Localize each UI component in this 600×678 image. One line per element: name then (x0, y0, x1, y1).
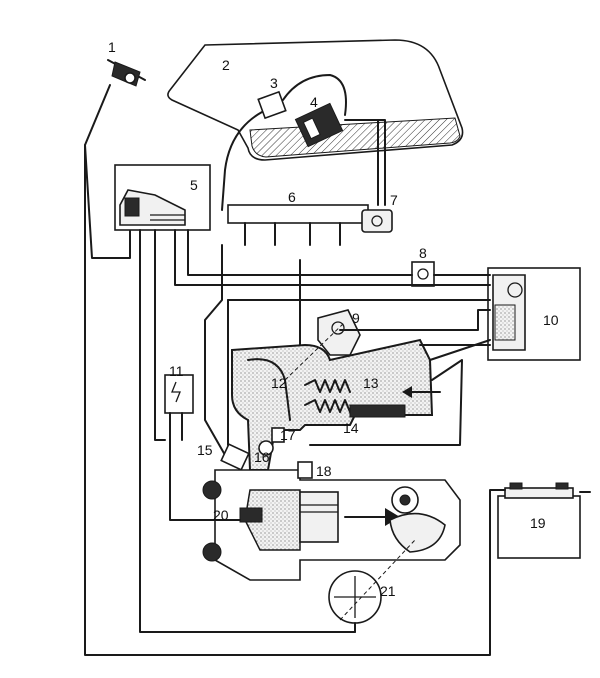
fuel-return-line (344, 119, 386, 206)
ignition-control-unit (487, 267, 581, 361)
fuel-rail (227, 204, 369, 246)
pedal-cable (84, 84, 131, 259)
label-7: 7 (390, 192, 398, 208)
label-8: 8 (419, 245, 427, 261)
pressure-sensor (297, 461, 313, 479)
label-15: 15 (197, 442, 213, 458)
label-5: 5 (190, 177, 198, 193)
throttle-switch (258, 440, 274, 456)
label-9: 9 (352, 310, 360, 326)
battery (497, 482, 581, 559)
fuel-line-to-rail (221, 111, 263, 211)
pressure-regulator (361, 209, 393, 233)
accelerator-pedal (107, 59, 146, 87)
label-16: 16 (254, 449, 270, 465)
label-1: 1 (108, 39, 116, 55)
label-20: 20 (213, 507, 229, 523)
air-flow-meter (317, 309, 361, 356)
air-intake-arrow (402, 386, 441, 398)
engine-block (202, 469, 461, 581)
fuel-pump (294, 102, 344, 148)
ignition-module (164, 374, 194, 414)
label-13: 13 (363, 375, 379, 391)
label-17: 17 (280, 427, 296, 443)
idle-air-valve (349, 404, 406, 418)
callout-labels: 1 2 3 4 5 6 7 8 9 10 11 12 13 14 15 16 1… (108, 39, 559, 599)
label-14: 14 (343, 420, 359, 436)
label-3: 3 (270, 75, 278, 91)
temp-sensor (271, 427, 285, 443)
wiring (84, 144, 506, 656)
label-4: 4 (310, 94, 318, 110)
fuel-filter (257, 90, 287, 120)
label-21: 21 (380, 583, 396, 599)
fuel-supply-line (282, 74, 347, 116)
label-10: 10 (543, 312, 559, 328)
label-18: 18 (316, 463, 332, 479)
injector (204, 244, 250, 471)
label-12: 12 (271, 375, 287, 391)
control-unit (114, 164, 211, 231)
label-11: 11 (169, 363, 184, 379)
leader-lines (284, 321, 416, 621)
label-2: 2 (222, 57, 230, 73)
intake-manifold (231, 338, 434, 471)
speed-sensor (328, 570, 382, 633)
label-6: 6 (288, 189, 296, 205)
spark-plug (239, 507, 263, 523)
relay (411, 261, 435, 287)
label-19: 19 (530, 515, 546, 531)
